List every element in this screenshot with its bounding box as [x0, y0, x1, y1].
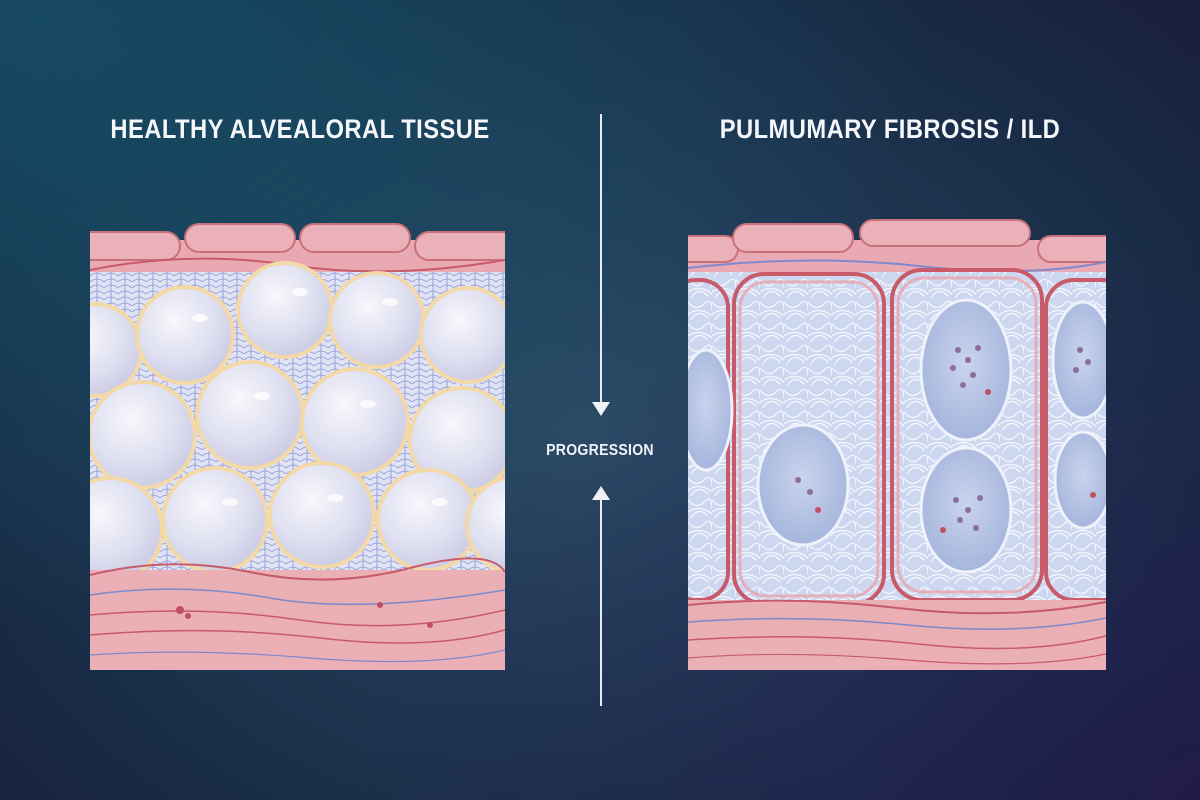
healthy-tissue-illustration	[90, 210, 505, 670]
fibrosis-title: PULMUMARY FIBROSIS / ILD	[719, 114, 1061, 144]
alveoli-group	[90, 261, 505, 584]
progression-label: PROGRESSION	[546, 442, 654, 459]
fibrotic-cysts	[688, 298, 1106, 574]
healthy-tissue-svg	[90, 223, 505, 670]
arrow-down-icon	[592, 402, 610, 416]
fibrosis-svg	[688, 219, 1106, 670]
fibrosis-illustration	[688, 210, 1106, 670]
center-divider-bottom	[600, 500, 602, 706]
center-divider-top	[600, 114, 602, 404]
healthy-tissue-title: HEALTHY ALVEALORAL TISSUE	[110, 114, 490, 144]
arrow-up-icon	[592, 486, 610, 500]
